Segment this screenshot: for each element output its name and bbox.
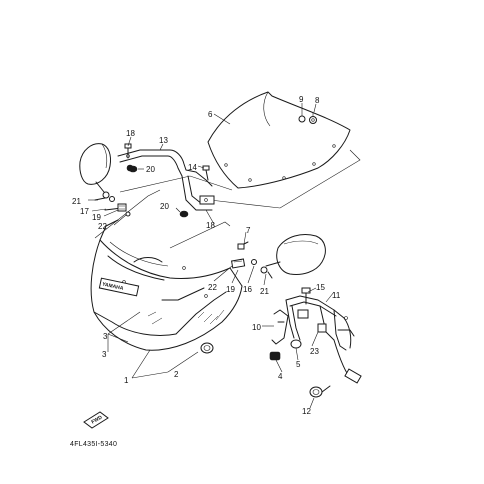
callout-15: 15 bbox=[316, 283, 325, 292]
part-code: 4FL435I-5340 bbox=[70, 441, 117, 448]
screw-washer-8-9 bbox=[298, 112, 317, 124]
callout-12: 12 bbox=[302, 407, 311, 416]
grommet-2 bbox=[200, 342, 214, 354]
screw-14 bbox=[202, 165, 210, 181]
callout-19b: 19 bbox=[226, 285, 235, 294]
callout-3b: 3 bbox=[102, 350, 107, 359]
callout-8: 8 bbox=[315, 96, 320, 105]
callout-18b: 18 bbox=[206, 221, 215, 230]
grommet-4 bbox=[269, 351, 281, 361]
cowling-stay-13 bbox=[117, 149, 215, 211]
screw-18 bbox=[124, 143, 132, 159]
bracket-11 bbox=[285, 295, 355, 351]
grommet-20-lower bbox=[179, 210, 189, 218]
callout-14: 14 bbox=[188, 163, 197, 172]
wire-harness bbox=[333, 339, 362, 384]
fwd-arrow-icon: FWD bbox=[83, 411, 109, 429]
emblem-text: YAMAHA bbox=[102, 282, 125, 292]
cowling-outline bbox=[94, 149, 361, 249]
callout-4: 4 bbox=[278, 372, 283, 381]
callout-10: 10 bbox=[252, 323, 261, 332]
callout-17: 17 bbox=[80, 207, 89, 216]
callout-11: 11 bbox=[332, 291, 341, 300]
left-mirror-fasteners bbox=[94, 197, 131, 217]
callout-9: 9 bbox=[299, 95, 304, 104]
callout-23: 23 bbox=[310, 347, 319, 356]
callout-20b: 20 bbox=[160, 202, 169, 211]
front-cowling-1 bbox=[90, 219, 243, 351]
fwd-label: FWD bbox=[91, 414, 104, 425]
callout-1: 1 bbox=[124, 376, 129, 385]
right-mirror-fasteners bbox=[230, 241, 273, 279]
callout-19: 19 bbox=[92, 213, 101, 222]
callout-16: 16 bbox=[243, 285, 252, 294]
callout-2: 2 bbox=[174, 370, 179, 379]
callout-6: 6 bbox=[208, 110, 213, 119]
leader-lines bbox=[88, 103, 335, 409]
left-mirror bbox=[79, 143, 115, 202]
grommet-20-left bbox=[128, 165, 138, 173]
screw-15 bbox=[301, 287, 311, 305]
callout-13: 13 bbox=[159, 136, 168, 145]
clamp-12 bbox=[309, 385, 331, 398]
callout-labels: 1 2 3 3 4 5 6 7 8 9 10 11 12 13 14 15 16… bbox=[72, 95, 341, 416]
callout-18: 18 bbox=[126, 129, 135, 138]
callout-20: 20 bbox=[146, 165, 155, 174]
callout-21: 21 bbox=[72, 197, 81, 206]
yamaha-emblem: YAMAHA bbox=[98, 277, 140, 297]
callout-21b: 21 bbox=[260, 287, 269, 296]
bracket-10 bbox=[271, 309, 289, 345]
windscreen bbox=[207, 91, 351, 189]
callout-22: 22 bbox=[98, 222, 107, 231]
callout-22b: 22 bbox=[208, 283, 217, 292]
callout-5: 5 bbox=[296, 360, 301, 369]
right-mirror bbox=[265, 234, 326, 275]
damper-5 bbox=[290, 339, 302, 349]
callout-3: 3 bbox=[103, 332, 108, 341]
callout-7: 7 bbox=[246, 226, 251, 235]
